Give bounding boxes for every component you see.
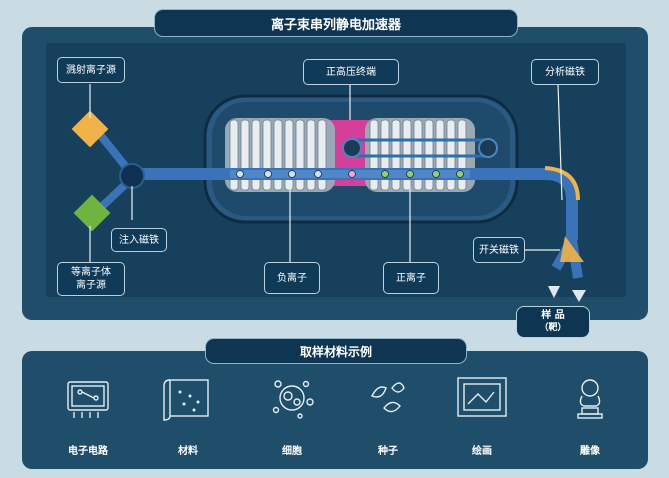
label-sample-target-line1: 样 品 xyxy=(541,310,565,321)
sample-label-painting: 绘画 xyxy=(472,446,492,457)
label-sample-target: 样 品 （靶） xyxy=(516,306,590,338)
analyzing-magnet-path xyxy=(520,168,578,240)
samples-section-title: 取样材料示例 xyxy=(205,338,467,364)
label-sputter-source: 溅射离子源 xyxy=(57,57,125,83)
analyzing-magnet-pole xyxy=(544,166,580,201)
page-title: 离子束串列静电加速器 xyxy=(154,9,518,37)
label-sample-target-line2: （靶） xyxy=(539,323,567,333)
label-analyzing-magnet: 分析磁铁 xyxy=(531,59,599,85)
label-plasma-source-line1: 等离子体 xyxy=(71,267,111,278)
sample-label-material: 材料 xyxy=(178,446,198,457)
chain-pulley-right xyxy=(478,138,498,158)
injection-magnet-shape xyxy=(119,163,145,189)
sample-label-cells: 细胞 xyxy=(282,446,302,457)
sample-label-statue: 雕像 xyxy=(580,446,600,457)
samples-panel xyxy=(22,351,648,469)
label-high-voltage-terminal: 正高压终端 xyxy=(303,59,399,85)
beam-arrow-right xyxy=(572,290,586,302)
label-plasma-source: 等离子体 离子源 xyxy=(57,262,125,296)
chain-pulley-left xyxy=(342,138,362,158)
sample-label-seeds: 种子 xyxy=(378,446,398,457)
label-switching-magnet: 开关磁铁 xyxy=(473,237,525,263)
label-plasma-source-line2: 离子源 xyxy=(76,280,106,291)
switching-magnet-pole xyxy=(560,236,584,262)
sputter-source-shape xyxy=(71,110,109,148)
sample-label-electronic-circuit: 电子电路 xyxy=(68,446,108,457)
label-injection-magnet: 注入磁铁 xyxy=(111,228,167,252)
beam-arrow-left xyxy=(548,286,560,298)
left-accelerating-column xyxy=(225,118,335,192)
leader-lines xyxy=(89,82,563,262)
ion-markers xyxy=(236,170,464,178)
label-positive-ion: 正离子 xyxy=(383,262,439,294)
label-negative-ion: 负离子 xyxy=(264,262,320,294)
plasma-source-shape xyxy=(73,194,111,232)
